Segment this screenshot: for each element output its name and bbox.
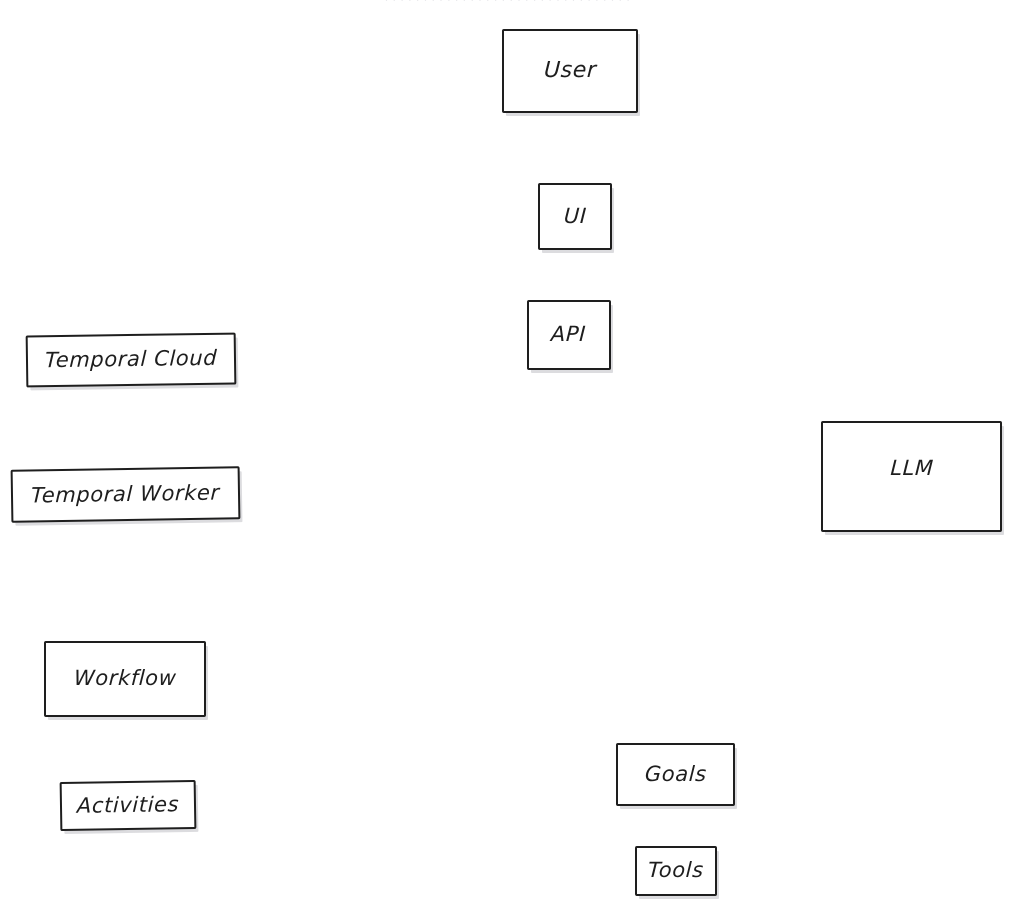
node-tools-label: Tools	[647, 858, 705, 883]
node-goals[interactable]: Goals	[616, 743, 735, 806]
cutoff-header-text: . . . . . . . . . . . . . . . . . . . . …	[0, 0, 1015, 5]
node-user-label: User	[543, 57, 597, 83]
node-api[interactable]: API	[527, 300, 611, 370]
node-user[interactable]: User	[502, 29, 638, 113]
node-temporal-cloud-label: Temporal Cloud	[44, 346, 218, 373]
node-tools[interactable]: Tools	[635, 846, 717, 896]
node-temporal-worker-label: Temporal Worker	[30, 480, 221, 508]
node-temporal-cloud[interactable]: Temporal Cloud	[25, 332, 237, 388]
node-llm[interactable]: LLM	[821, 421, 1002, 532]
node-workflow[interactable]: Workflow	[44, 641, 206, 717]
node-activities-label: Activities	[76, 792, 180, 818]
node-temporal-worker[interactable]: Temporal Worker	[10, 466, 241, 523]
node-ui[interactable]: UI	[538, 183, 612, 250]
node-api-label: API	[550, 322, 588, 347]
node-ui-label: UI	[563, 203, 588, 228]
node-activities[interactable]: Activities	[59, 779, 197, 832]
node-llm-label: LLM	[889, 455, 935, 480]
node-workflow-label: Workflow	[73, 666, 177, 691]
node-goals-label: Goals	[644, 761, 708, 786]
